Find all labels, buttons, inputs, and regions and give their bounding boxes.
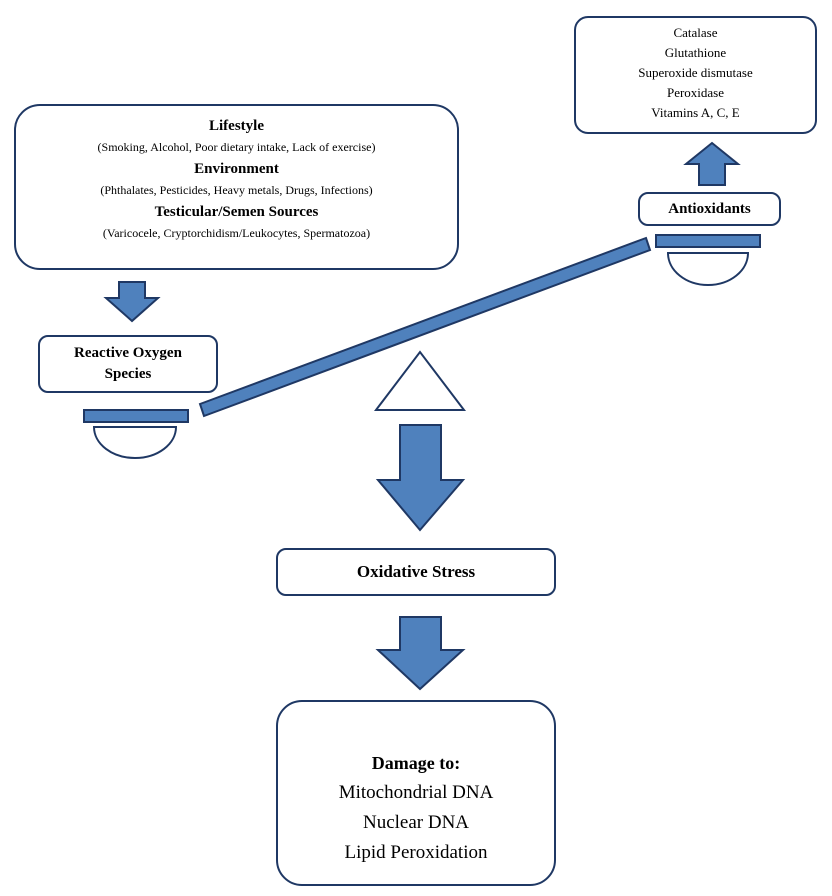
damage-item: Mitochondrial DNA xyxy=(338,782,494,803)
antioxidant-list-box: Catalase Glutathione Superoxide dismutas… xyxy=(574,16,817,134)
damage-box: Damage to: Mitochondrial DNA Nuclear DNA… xyxy=(276,700,556,886)
arrow-up-icon xyxy=(683,141,741,186)
oxidative-stress-label: Oxidative Stress xyxy=(356,562,476,581)
causes-box: Lifestyle (Smoking, Alcohol, Poor dietar… xyxy=(14,104,459,270)
ros-pan-bar xyxy=(83,409,189,423)
antioxidant-item: Glutathione xyxy=(664,45,727,60)
antioxidant-item: Peroxidase xyxy=(666,85,725,100)
ros-label-line1: Reactive Oxygen xyxy=(74,345,182,361)
testicular-items: (Varicocele, Cryptorchidism/Leukocytes, … xyxy=(102,226,371,240)
fulcrum-triangle xyxy=(373,350,467,411)
lifestyle-items: (Smoking, Alcohol, Poor dietary intake, … xyxy=(97,140,376,154)
oxidative-stress-box: Oxidative Stress xyxy=(276,548,556,596)
antioxidant-item: Vitamins A, C, E xyxy=(651,105,740,120)
seesaw-beam xyxy=(198,236,652,418)
damage-item: Nuclear DNA xyxy=(362,812,470,833)
antioxidants-pan-bar xyxy=(655,234,761,248)
damage-item: Lipid Peroxidation xyxy=(344,842,488,863)
antioxidant-item: Catalase xyxy=(673,25,718,40)
arrow-down-icon xyxy=(375,424,466,532)
arrow-down-icon xyxy=(103,281,161,323)
environment-title: Environment xyxy=(194,161,279,177)
ros-pan-bowl xyxy=(92,426,178,459)
testicular-title: Testicular/Semen Sources xyxy=(154,204,319,220)
antioxidant-item: Superoxide dismutase xyxy=(638,65,753,80)
environment-items: (Phthalates, Pesticides, Heavy metals, D… xyxy=(100,183,373,197)
arrow-down-icon xyxy=(375,616,466,691)
damage-title: Damage to: xyxy=(371,753,461,773)
lifestyle-title: Lifestyle xyxy=(209,118,264,134)
antioxidants-pan-bowl xyxy=(666,252,750,286)
ros-box: Reactive Oxygen Species xyxy=(38,335,218,393)
ros-label-line2: Species xyxy=(104,366,152,382)
antioxidants-label: Antioxidants xyxy=(668,201,751,217)
antioxidants-box: Antioxidants xyxy=(638,192,781,226)
